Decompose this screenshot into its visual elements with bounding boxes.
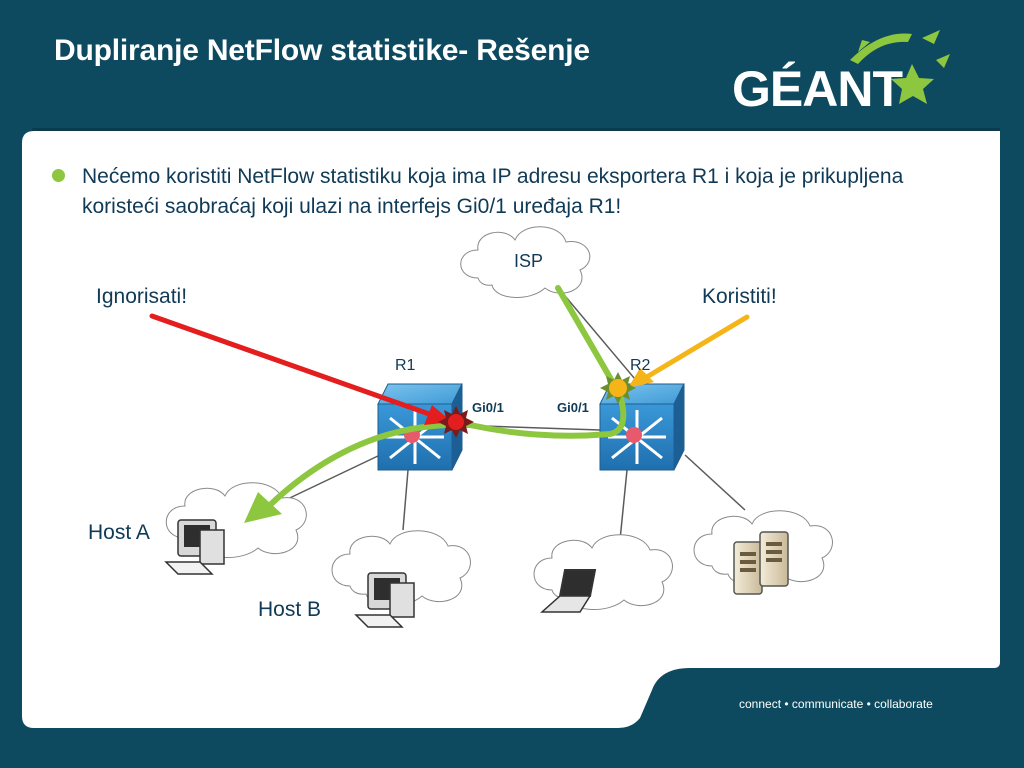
laptop-icon	[540, 569, 597, 613]
cloud-icon	[460, 226, 591, 298]
desktop-pc-icon	[164, 519, 225, 575]
r2-label: R2	[630, 357, 651, 374]
bullet-text: Nećemo koristiti NetFlow statistiku koja…	[82, 165, 904, 218]
use-marker-icon	[600, 372, 636, 404]
geant-logo: GÉANT	[732, 61, 903, 117]
host-a-label: Host A	[88, 521, 150, 544]
r1-label: R1	[395, 357, 416, 374]
ignore-marker-icon	[438, 406, 474, 438]
r2-interface-label: Gi0/1	[557, 400, 589, 415]
use-label: Koristiti!	[702, 285, 777, 308]
bullet-icon	[52, 169, 65, 182]
page-title: Dupliranje NetFlow statistike- Rešenje	[54, 34, 590, 67]
ignore-arrow	[149, 313, 435, 418]
router-icon	[599, 383, 685, 471]
footer-tagline: connect • communicate • collaborate	[739, 697, 933, 711]
traffic-flow-arrowhead	[244, 492, 282, 523]
isp-label: ISP	[514, 251, 544, 271]
traffic-flow-arrow	[267, 285, 627, 508]
server-icon	[733, 531, 789, 595]
star-icon	[850, 30, 950, 104]
use-arrow	[642, 314, 750, 381]
header-divider	[32, 128, 1000, 131]
desktop-pc-icon	[354, 572, 415, 628]
ignore-label: Ignorisati!	[96, 285, 188, 308]
use-arrowhead	[628, 368, 654, 388]
host-b-label: Host B	[258, 598, 322, 621]
r1-interface-label: Gi0/1	[472, 400, 504, 415]
